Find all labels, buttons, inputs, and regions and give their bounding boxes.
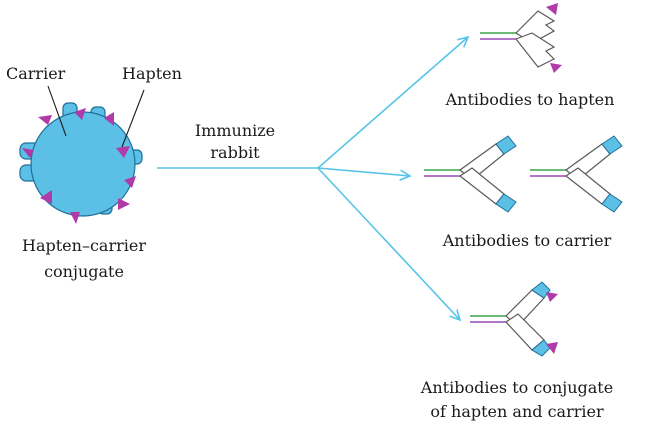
conjugate-label-line2: conjugate: [0, 262, 168, 281]
hapten-label: Hapten: [122, 64, 182, 83]
antibodies-to-conjugate-label-line2: of hapten and carrier: [392, 402, 642, 421]
antibodies-to-conjugate-label-line1: Antibodies to conjugate: [392, 378, 642, 397]
immunization-arrows: [157, 37, 468, 320]
hapten-pointer: [122, 90, 144, 147]
antibodies-to-carrier-label: Antibodies to carrier: [412, 231, 642, 250]
antibody-carrier-right: [530, 136, 622, 212]
immunize-label-line1: Immunize: [180, 121, 290, 140]
antibody-hapten: [480, 3, 562, 73]
antibody-carrier-left: [424, 136, 516, 212]
carrier-protein: [20, 103, 142, 216]
immunize-label-line2: rabbit: [180, 143, 290, 162]
conjugate-label-line1: Hapten–carrier: [0, 236, 168, 255]
arrow-to-carrier-antibodies: [318, 168, 410, 176]
antibodies-to-hapten-label: Antibodies to hapten: [420, 90, 640, 109]
antibody-conjugate: [470, 282, 558, 356]
carrier-label: Carrier: [6, 64, 65, 83]
hapten-carrier-conjugate: [20, 86, 144, 224]
